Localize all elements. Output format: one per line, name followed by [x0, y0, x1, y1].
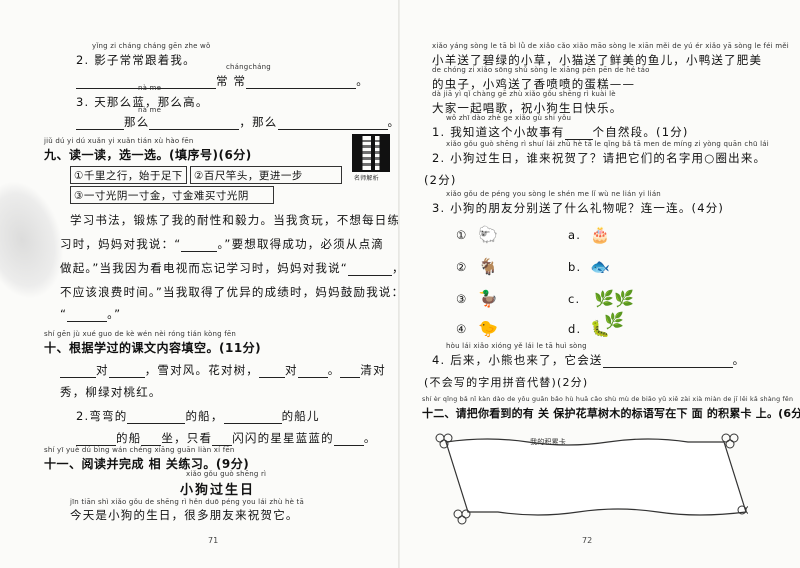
q4-pinyin: hòu lái xiǎo xióng yě lái le tā huì sòng — [446, 342, 587, 350]
goat-icon[interactable]: 🐐 — [478, 257, 498, 276]
sec10-line-1: 对，雪对风。花对树，对。清对 — [60, 362, 386, 378]
page-number: 72 — [582, 536, 593, 545]
story-line-2-pinyin: xiǎo yáng sòng le tā bì lǜ de xiǎo cǎo x… — [432, 42, 789, 50]
q2-fill-line: 常 常。 — [76, 73, 369, 89]
story-line-4: 大家一起唱歌，祝小狗生日快乐。 — [432, 101, 623, 115]
sec12-title: 十二、请把你看到的有 关 保护花草树木的标语写在下 面 的积累卡 上。(6分) — [422, 407, 800, 420]
answer-blank[interactable] — [297, 366, 328, 378]
chick-icon[interactable]: 🐤 — [478, 319, 498, 338]
answer-blank[interactable] — [246, 77, 357, 89]
q3-pinyin: xiǎo gǒu de péng you sòng le shén me lǐ … — [446, 190, 661, 198]
sec10-pinyin: shí gēn jù xué guo de kè wén nèi róng ti… — [44, 330, 237, 338]
q3-fill-pinyin: nà me — [138, 106, 162, 114]
sec9-pinyin: jiǔ dú yi dú xuǎn yi xuǎn tián xù hào fē… — [44, 137, 194, 145]
bug-icon[interactable]: 🐛 — [590, 319, 610, 338]
accumulation-card[interactable] — [428, 428, 748, 528]
grass-icon[interactable]: 🌿🌿🌿 — [594, 289, 634, 330]
item-number: ② — [456, 260, 468, 274]
answer-blank[interactable] — [340, 366, 361, 378]
story-line-4-pinyin: dà jiā yì qǐ chàng gē zhù xiǎo gǒu shēng… — [432, 90, 616, 98]
gift-label: b. — [568, 260, 582, 274]
answer-blank[interactable] — [347, 264, 392, 276]
left-page: yǐng zi cháng cháng gēn zhe wǒ 2. 影子常常跟着… — [0, 42, 404, 545]
gift-label: a. — [568, 228, 582, 242]
answer-blank[interactable] — [67, 310, 108, 322]
card-title: 我的积累卡 — [530, 438, 566, 446]
story-line-3: 的虫子，小鸡送了香喷喷的蛋糕—— — [432, 77, 636, 91]
q4-note: (不会写的字用拼音代替)(2分) — [424, 376, 589, 389]
fish-icon[interactable]: 🐟 — [590, 257, 610, 276]
story-line-1: 今天是小狗的生日，很多朋友来祝贺它。 — [70, 508, 299, 522]
answer-blank[interactable] — [149, 118, 240, 130]
option-2: ②百尺竿头，更进一步 — [194, 170, 303, 182]
page-number: 71 — [208, 536, 219, 545]
answer-blank[interactable] — [181, 240, 218, 252]
paragraph-line-1: 学习书法，锻炼了我的耐性和毅力。当我贪玩，不想每日练 — [70, 213, 401, 227]
sec11-pinyin: shí yī yuè dú bìng wán chéng xiāng guān … — [44, 446, 235, 454]
item-number: ① — [456, 228, 468, 242]
answer-blank[interactable] — [141, 434, 162, 446]
answer-blank[interactable] — [602, 356, 733, 368]
story-line-2: 小羊送了碧绿的小草，小猫送了鲜美的鱼儿，小鸭送了肥美 — [432, 53, 763, 67]
sec10-line-2: 秀，柳绿对桃红。 — [60, 385, 162, 399]
answer-blank[interactable] — [223, 412, 282, 424]
story-title-pinyin: xiǎo gǒu guò shēng rì — [186, 470, 267, 478]
q2-pinyin: yǐng zi cháng cháng gēn zhe wǒ — [92, 42, 211, 50]
item-number: ③ — [456, 292, 468, 306]
q1-text: 1. 我知道这个小故事有个自然段。(1分) — [432, 125, 689, 140]
gift-label: d. — [568, 322, 582, 336]
q3-text: 3. 天那么蓝，那么高。 — [76, 95, 209, 109]
q3-pinyin: nà me — [138, 84, 162, 92]
story-line-3-pinyin: de chóng zi xiǎo sōng shǔ sòng le xiāng … — [432, 66, 650, 74]
qr-label: 名师解析 — [354, 175, 379, 182]
sec9-title: 九、读一读，选一选。(填序号)(6分) — [44, 148, 252, 162]
gift-label: c. — [568, 292, 581, 306]
sec10-line-3: 2.弯弯的的船，的船儿 — [76, 409, 320, 424]
answer-blank[interactable] — [60, 366, 96, 378]
paragraph-line-2: 习时，妈妈对我说：“。”要想取得成功，必须从点滴 — [60, 237, 384, 252]
duck-icon[interactable]: 🦆 — [478, 289, 498, 308]
option-box-1 — [70, 166, 187, 184]
answer-blank[interactable] — [76, 77, 216, 89]
answer-blank[interactable] — [333, 434, 364, 446]
paragraph-line-4: 不应该浪费时间。”当我取得了优异的成绩时，妈妈鼓励我说： — [60, 285, 405, 299]
paragraph-line-3: 做起。”当我因为看电视而忘记学习时，妈妈对我说“， — [60, 260, 405, 276]
sec10-title: 十、根据学过的课文内容填空。(11分) — [44, 341, 262, 355]
answer-blank[interactable] — [277, 118, 388, 130]
answer-blank[interactable] — [76, 434, 116, 446]
item-number: ④ — [456, 322, 468, 336]
paragraph-line-5: “。” — [60, 307, 122, 322]
q2-text: 2. 影子常常跟着我。 — [76, 53, 196, 67]
answer-blank[interactable] — [127, 412, 186, 424]
answer-blank[interactable] — [564, 128, 593, 140]
qr-code-icon[interactable] — [352, 134, 390, 172]
sheep-icon[interactable]: 🐑 — [478, 225, 498, 244]
right-page: xiǎo yáng sòng le tā bì lǜ de xiǎo cǎo x… — [400, 0, 800, 568]
option-3: ③一寸光阴一寸金，寸金难买寸光阴 — [74, 190, 249, 202]
option-box-2 — [190, 166, 342, 184]
q2-score: (2分) — [424, 173, 457, 187]
answer-blank[interactable] — [76, 118, 124, 130]
q2-text: 2. 小狗过生日，谁来祝贺了？请把它们的名字用○圈出来。 — [432, 151, 767, 165]
option-1: ①千里之行，始于足下 — [74, 170, 183, 182]
q2-pinyin: xiǎo gǒu guò shēng rì shuí lái zhù hè tā… — [446, 140, 769, 148]
sec12-pinyin: shí èr qǐng bǎ nǐ kàn dào de yǒu guān bǎ… — [422, 396, 794, 403]
answer-blank[interactable] — [108, 366, 145, 378]
option-box-3 — [70, 186, 274, 204]
q2-fill-pinyin: chángcháng — [226, 63, 271, 71]
q3-fill-line: 那么，那么。 — [76, 114, 400, 130]
answer-blank[interactable] — [212, 434, 233, 446]
q3-text: 3. 小狗的朋友分别送了什么礼物呢？连一连。(4分) — [432, 201, 725, 215]
q4-text: 4. 后来，小熊也来了，它会送。 — [432, 353, 746, 368]
sec10-line-4: 的船坐，只看闪闪的星星蓝蓝的。 — [76, 430, 377, 446]
answer-blank[interactable] — [259, 366, 286, 378]
q1-pinyin: wǒ zhī dào zhè ge xiǎo gù shi yǒu — [446, 114, 572, 122]
cake-icon[interactable]: 🎂 — [590, 225, 610, 244]
sec11-title: 十一、阅读并完成 相 关练习。(9分) — [44, 457, 250, 471]
story-title: 小狗过生日 — [180, 483, 256, 498]
story-line-1-pinyin: jīn tiān shì xiǎo gǒu de shēng rì hěn du… — [70, 498, 304, 506]
